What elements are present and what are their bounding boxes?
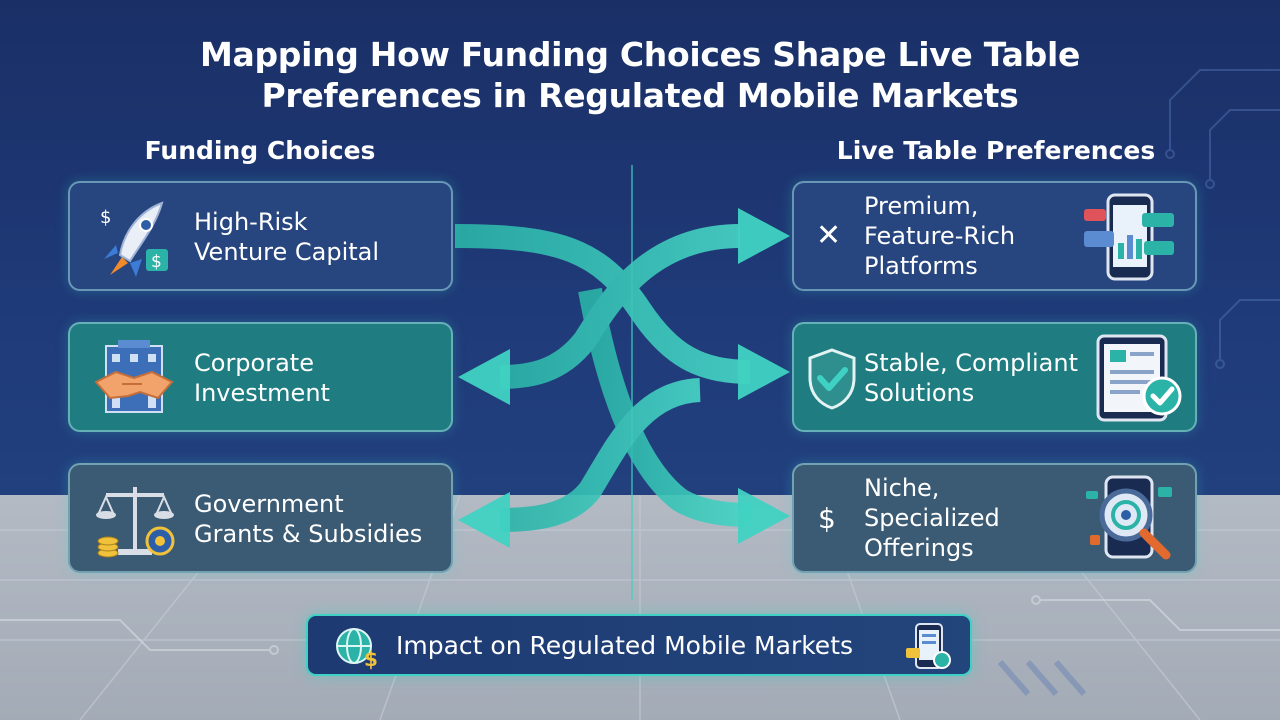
diagram-title: Mapping How Funding Choices Shape Live T… [140, 34, 1140, 116]
government-label: Government Grants & Subsidies [194, 489, 422, 549]
svg-text:$: $ [100, 207, 111, 228]
magnifier-phone-icon [1086, 475, 1172, 560]
stable-label: Stable, Compliant Solutions [864, 348, 1078, 408]
funding-card-venture: $ $ High-Risk Venture Capital [68, 181, 453, 291]
preference-card-stable: Stable, Compliant Solutions [792, 322, 1197, 432]
arrowhead-corporate [458, 349, 510, 405]
close-x-icon: ✕ [816, 218, 842, 253]
impact-label: Impact on Regulated Mobile Markets [396, 631, 854, 660]
venture-label-line-2: Venture Capital [194, 238, 380, 266]
corporate-label-line-1: Corporate [194, 349, 314, 377]
flow-stable-to-government [499, 378, 702, 532]
niche-label-line-3: Offerings [864, 534, 974, 562]
premium-label-line-1: Premium, [864, 192, 979, 220]
svg-text:$: $ [364, 647, 378, 670]
title-line-2: Preferences in Regulated Mobile Markets [261, 76, 1019, 115]
government-label-line-1: Government [194, 490, 344, 518]
niche-label: Niche, Specialized Offerings [864, 473, 1000, 563]
dollar-icon: $ [818, 502, 836, 535]
funding-card-government: Government Grants & Subsidies [68, 463, 453, 573]
rocket-icon: $ $ [100, 201, 168, 277]
venture-label-line-1: High-Risk [194, 208, 308, 236]
funding-choices-heading: Funding Choices [144, 136, 376, 165]
live-table-preferences-heading: Live Table Preferences [836, 136, 1156, 165]
flow-venture-to-stable [454, 224, 751, 384]
venture-label: High-Risk Venture Capital [194, 207, 379, 267]
premium-label: Premium, Feature-Rich Platforms [864, 191, 1015, 281]
arrowhead-premium [738, 208, 790, 264]
preference-card-premium: ✕ Premium, Feature-Rich Platforms [792, 181, 1197, 291]
flow-premium-to-corporate [499, 224, 741, 389]
arrowhead-stable [738, 344, 790, 400]
funding-card-corporate: Corporate Investment [68, 322, 453, 432]
niche-label-line-2: Specialized [864, 504, 1000, 532]
phone-dashboard-icon [906, 623, 951, 669]
shield-check-icon [808, 348, 856, 410]
corporate-label-line-2: Investment [194, 379, 330, 407]
title-line-1: Mapping How Funding Choices Shape Live T… [199, 35, 1081, 74]
premium-label-line-3: Platforms [864, 252, 978, 280]
preference-card-niche: $ Niche, Specialized Offerings [792, 463, 1197, 573]
tablet-check-icon [1096, 334, 1182, 422]
impact-banner: $ Impact on Regulated Mobile Markets [306, 614, 972, 676]
niche-label-line-1: Niche, [864, 474, 940, 502]
stable-label-line-2: Solutions [864, 379, 975, 407]
handshake-building-icon [94, 340, 174, 413]
globe-dollar-icon: $ [336, 628, 378, 670]
premium-label-line-2: Feature-Rich [864, 222, 1016, 250]
stable-label-line-1: Stable, Compliant [864, 349, 1078, 377]
arrowhead-niche [738, 488, 790, 544]
svg-text:$: $ [151, 252, 162, 272]
mobile-dashboard-icon [1084, 193, 1174, 281]
corporate-label: Corporate Investment [194, 348, 330, 408]
scales-coins-icon [96, 487, 175, 558]
arrowhead-government [458, 492, 510, 548]
government-label-line-2: Grants & Subsidies [194, 520, 423, 548]
flow-venture-to-niche [578, 287, 753, 527]
